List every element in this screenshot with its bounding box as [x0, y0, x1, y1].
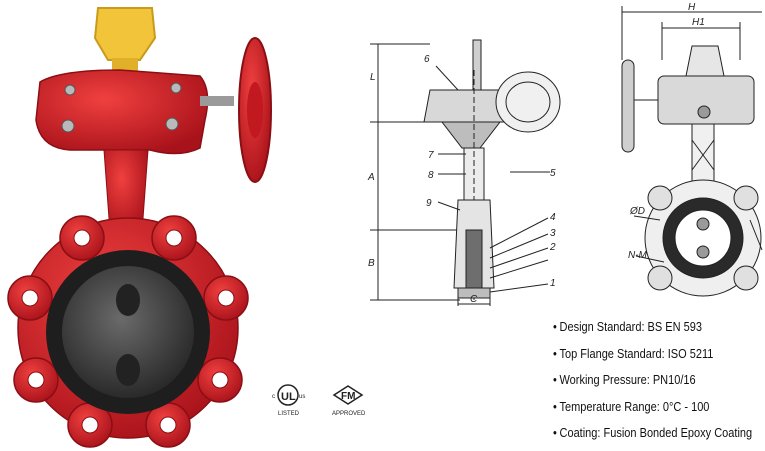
side-section-drawing: 6 7 8 9 5 4 3 2 1 L A B C — [367, 39, 561, 306]
dim-h1: H1 — [692, 17, 705, 28]
fm-approved-logo: FM APPROVED — [332, 385, 366, 417]
svg-text:APPROVED: APPROVED — [332, 411, 366, 417]
cert-logos: UL c us LISTED FM APPROVED — [272, 384, 366, 417]
svg-text:us: us — [299, 394, 305, 400]
bullet: • — [553, 373, 557, 387]
bullet: • — [553, 426, 557, 440]
dim-l: L — [370, 72, 376, 83]
svg-text:LISTED: LISTED — [278, 411, 300, 417]
spec-top-flange: •Top Flange Standard: ISO 5211 — [553, 346, 714, 361]
svg-text:c: c — [272, 394, 275, 400]
part-1: 1 — [550, 278, 556, 289]
dim-h: H — [688, 2, 696, 13]
part-7: 7 — [428, 150, 434, 161]
bullet: • — [553, 399, 557, 414]
dim-c: C — [470, 294, 478, 305]
dim-nm: N-M — [628, 250, 648, 261]
part-6: 6 — [424, 54, 430, 65]
spec-list: •Design Standard: BS EN 593 •Top Flange … — [553, 318, 765, 451]
part-4: 4 — [550, 212, 556, 223]
front-view-drawing: H H1 ØD N-M — [621, 2, 763, 297]
spec-coating: •Coating: Fusion Bonded Epoxy Coating — [553, 426, 753, 440]
part-2: 2 — [549, 242, 556, 253]
part-3: 3 — [550, 228, 556, 239]
part-8: 8 — [428, 170, 434, 181]
bullet: • — [553, 346, 557, 361]
part-5: 5 — [550, 168, 556, 179]
spec-design-standard: •Design Standard: BS EN 593 — [553, 320, 702, 334]
dim-od: ØD — [629, 206, 645, 217]
spec-working-pressure: •Working Pressure: PN10/16 — [553, 373, 696, 387]
spec-temperature: •Temperature Range: 0°C - 100 — [553, 399, 710, 414]
bullet: • — [553, 320, 557, 334]
dim-a: A — [367, 172, 375, 183]
dim-b: B — [368, 258, 375, 269]
ul-listed-logo: UL c us LISTED — [272, 384, 305, 417]
butterfly-valve-photo — [7, 7, 272, 448]
fm-mark: FM — [341, 391, 355, 402]
ul-mark: UL — [281, 391, 296, 403]
part-9: 9 — [426, 198, 432, 209]
